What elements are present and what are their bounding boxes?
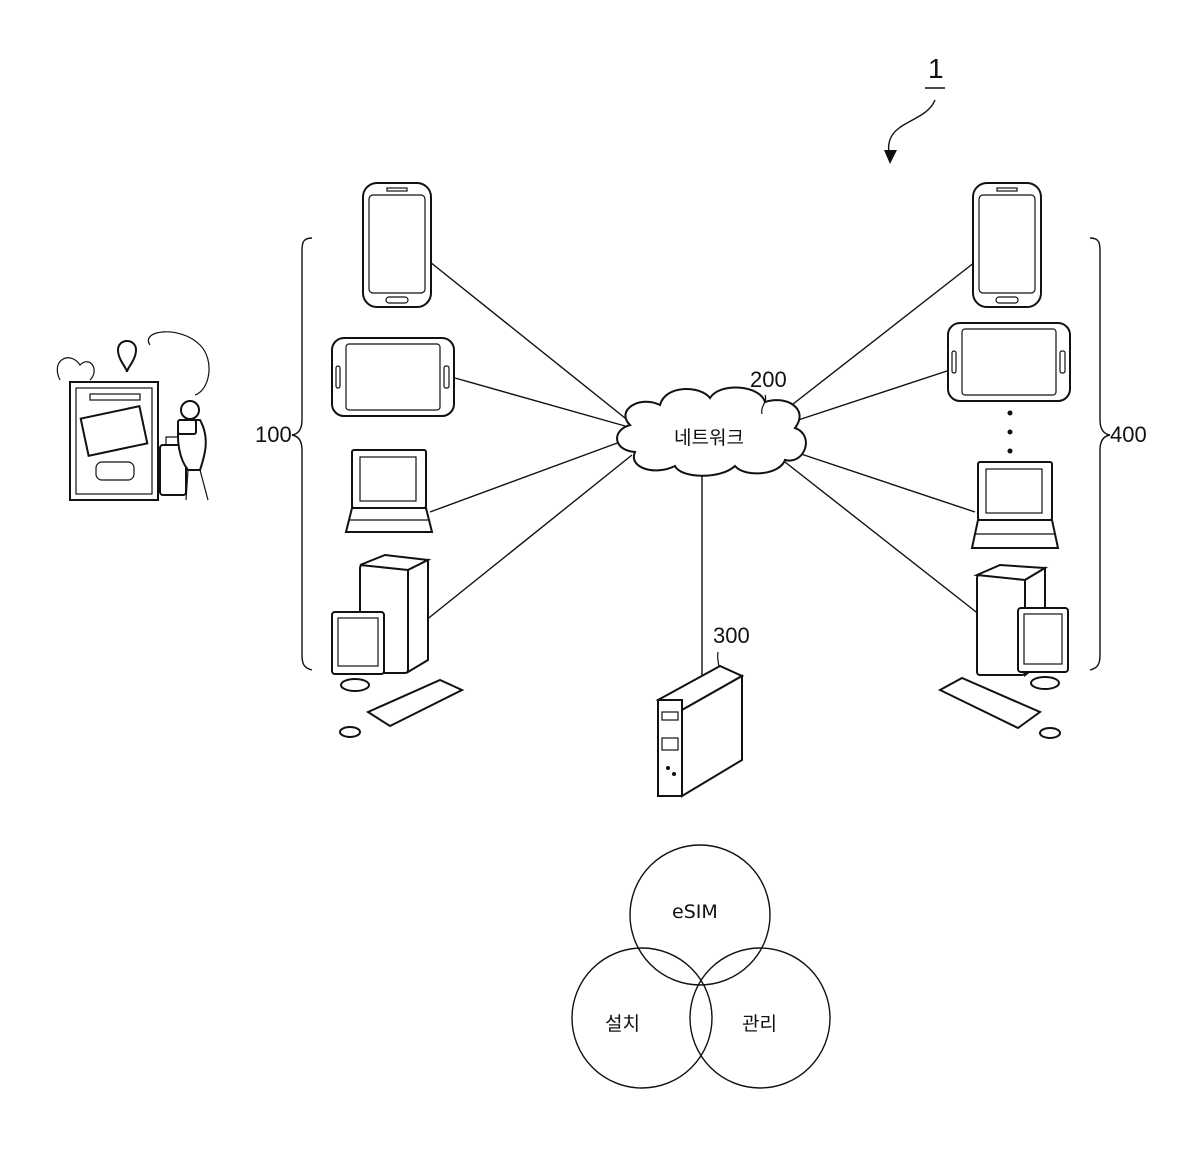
link-right-tablet <box>780 370 950 426</box>
tablet-body <box>948 323 1070 401</box>
left-tablet <box>332 338 454 416</box>
right-desktop <box>940 565 1068 738</box>
network-ref-label: 200 <box>750 367 787 392</box>
desktop-mouse-icon <box>1040 728 1060 738</box>
desktop-monitor-stand <box>341 679 369 691</box>
right-brace <box>1090 238 1110 670</box>
left-desktop <box>332 555 462 737</box>
left-laptop <box>346 450 432 532</box>
server-ref-label: 300 <box>713 623 750 648</box>
travel-illustration <box>57 332 209 500</box>
left-group: 100 <box>255 238 312 670</box>
laptop-lid <box>978 462 1052 520</box>
connection-lines <box>420 262 980 692</box>
camera-icon <box>178 420 196 434</box>
desktop-monitor-stand <box>1031 677 1059 689</box>
venn-label-manage: 관리 <box>742 1013 777 1035</box>
desktop-monitor <box>1018 608 1068 672</box>
tablet-body <box>332 338 454 416</box>
server-button-icon <box>672 772 676 776</box>
right-smartphone <box>973 183 1041 307</box>
ellipsis-dot-icon <box>1008 430 1013 435</box>
figure-number: 1 <box>928 53 944 84</box>
figure-reference: 1 <box>884 53 945 164</box>
desktop-keyboard-icon <box>368 680 462 726</box>
venn-diagram: eSIM 설치 관리 <box>572 845 830 1088</box>
network-cloud: 네트워크 200 <box>617 367 806 476</box>
desktop-tower-side <box>408 560 428 672</box>
ellipsis-dot-icon <box>1008 411 1013 416</box>
link-right-phone <box>770 262 975 422</box>
network-label: 네트워크 <box>674 427 744 449</box>
desktop-mouse-icon <box>340 727 360 737</box>
server: 300 <box>658 623 750 796</box>
link-right-laptop <box>795 452 975 512</box>
group-left-label: 100 <box>255 422 292 447</box>
link-right-desktop <box>785 462 980 615</box>
group-right-label: 400 <box>1110 422 1147 447</box>
leaf-icon <box>57 358 94 380</box>
figure-arrow <box>889 100 935 158</box>
right-laptop <box>972 462 1058 548</box>
left-smartphone <box>363 183 431 307</box>
left-brace <box>292 238 312 670</box>
ellipsis-dot-icon <box>1008 449 1013 454</box>
link-left-tablet <box>455 378 625 426</box>
arrow-head-icon <box>884 150 897 164</box>
traveler-head-icon <box>181 401 199 419</box>
phone-body <box>363 183 431 307</box>
right-tablet <box>948 323 1070 401</box>
right-ellipsis <box>1008 411 1013 454</box>
venn-circle-install <box>572 948 712 1088</box>
venn-label-install: 설치 <box>605 1013 640 1035</box>
link-left-laptop <box>430 442 620 512</box>
right-group: 400 <box>1090 238 1147 670</box>
traveler-legs-icon <box>186 470 208 500</box>
desktop-monitor <box>332 612 384 674</box>
phone-body <box>973 183 1041 307</box>
laptop-lid <box>352 450 426 508</box>
venn-label-esim: eSIM <box>672 901 718 923</box>
link-left-phone <box>430 262 630 422</box>
link-left-desktop <box>420 455 632 625</box>
desktop-keyboard-icon <box>940 678 1040 728</box>
location-pin-icon <box>118 341 136 372</box>
server-button-icon <box>666 766 670 770</box>
